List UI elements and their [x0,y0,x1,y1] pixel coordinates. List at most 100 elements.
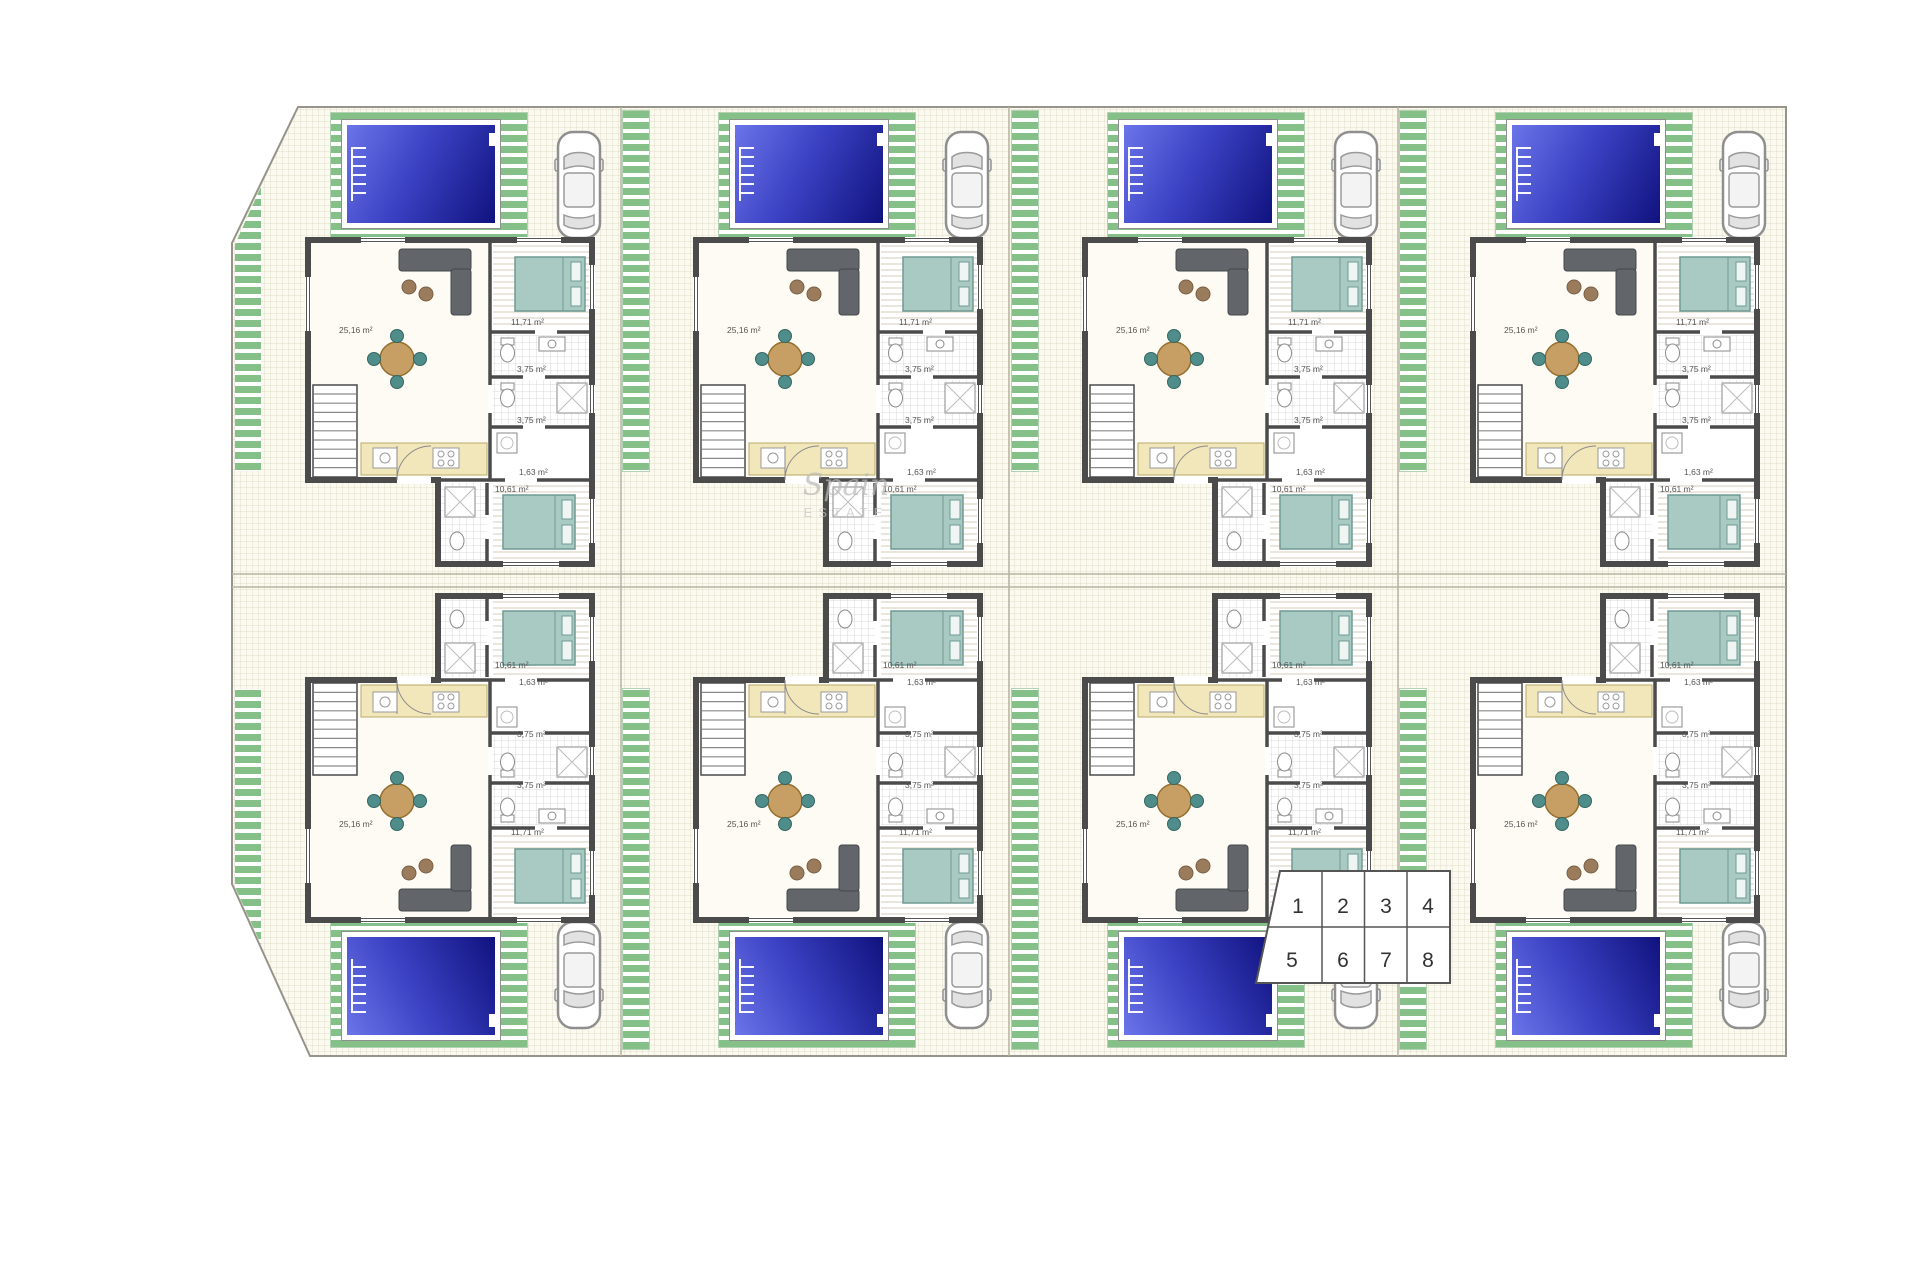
pool-water [347,937,496,1035]
bed-icon [902,848,974,904]
stairs-icon [312,682,358,776]
room-label-hall: 1,63 m² [519,467,548,477]
room-label-bath2: 3,75 m² [1294,729,1323,739]
room-label-bath1: 3,75 m² [1682,780,1711,790]
pool-steps-icon [1128,146,1143,202]
washer-icon [496,432,518,454]
toilet-icon [1277,337,1292,363]
sofa-icon [398,248,472,316]
pool-water [1124,125,1273,223]
sofa-icon [1175,248,1249,316]
car-icon [554,920,604,1030]
plot-8: 25,16 m² 11,71 m² 3,75 m² 3,75 m² 1,63 m… [1398,587,1784,1053]
shower-icon [1609,486,1641,518]
interior-walls [1215,240,1369,564]
sofa-icon [786,248,860,316]
pouf-icon [1566,279,1582,295]
door-icon [396,445,432,484]
legend-cell-6: 6 [1337,949,1349,972]
room-label-bath2: 3,75 m² [905,415,934,425]
house-floorplan: 25,16 m² 11,71 m² 3,75 m² 3,75 m² 1,63 m… [1470,593,1760,923]
swimming-pool [1118,119,1278,229]
pool-skimmer [877,1014,884,1027]
room-label-bedroom1: 11,71 m² [511,317,544,327]
garden-strip [1399,110,1427,472]
legend-cell-5: 5 [1286,949,1298,972]
toilet-icon [888,752,903,778]
room-label-bedroom1: 11,71 m² [899,317,932,327]
toilet-icon [888,337,903,363]
stairs-icon [1477,682,1523,776]
toilet-icon [888,797,903,823]
washer-icon [884,706,906,728]
room-label-hall: 1,63 m² [519,677,548,687]
dining-table-icon [1532,771,1592,831]
bed-icon [1279,494,1353,550]
house-floorplan: 25,16 m² 11,71 m² 3,75 m² 3,75 m² 1,63 m… [1082,237,1372,567]
stairs-icon [1477,384,1523,478]
house-floorplan: 25,16 m² 11,71 m² 3,75 m² 3,75 m² 1,63 m… [1082,593,1372,923]
swimming-pool [341,119,501,229]
room-label-hall: 1,63 m² [1684,467,1713,477]
bed-icon [1667,494,1741,550]
swimming-pool [1506,931,1666,1041]
room-label-bath1: 3,75 m² [517,364,546,374]
interior-walls [438,596,592,920]
legend-cell-7: 7 [1380,949,1392,972]
room-label-bedroom2: 10,61 m² [883,660,917,670]
house-floorplan: 25,16 m² 11,71 m² 3,75 m² 3,75 m² 1,63 m… [305,593,595,923]
house-floorplan: 25,16 m² 11,71 m² 3,75 m² 3,75 m² 1,63 m… [305,237,595,567]
bed-icon [1291,256,1363,312]
toilet-icon [449,531,465,551]
stairs-icon [1089,682,1135,776]
kitchen-counter [360,684,488,718]
toilet-icon [500,382,515,408]
swimming-pool [1506,119,1666,229]
room-label-bath2: 3,75 m² [517,729,546,739]
car-icon [942,920,992,1030]
window-icon [1470,237,1760,567]
pouf-icon [1195,286,1211,302]
room-label-bath1: 3,75 m² [517,780,546,790]
dining-table-icon [367,329,427,389]
sofa-icon [786,844,860,912]
garden-strip [622,688,650,1050]
sink-icon [926,336,954,352]
garden-strip [622,110,650,472]
room-label-living: 25,16 m² [1504,325,1538,335]
room-label-hall: 1,63 m² [907,467,936,477]
door-icon [1173,676,1209,715]
kitchen-counter [748,442,876,476]
room-label-bath1: 3,75 m² [1294,780,1323,790]
bed-icon [1679,848,1751,904]
room-label-hall: 1,63 m² [907,677,936,687]
swimming-pool [729,119,889,229]
room-label-bedroom2: 10,61 m² [495,484,529,494]
shower-icon [444,486,476,518]
kitchen-counter [360,442,488,476]
shower-icon [444,642,476,674]
room-label-bath1: 3,75 m² [1682,364,1711,374]
sink-icon [1703,808,1731,824]
toilet-icon [500,752,515,778]
door-icon [396,676,432,715]
room-label-bath2: 3,75 m² [1682,729,1711,739]
room-label-bath1: 3,75 m² [905,364,934,374]
bed-icon [502,610,576,666]
shower-icon [1221,486,1253,518]
toilet-icon [1614,609,1630,629]
room-label-bedroom1: 11,71 m² [1676,827,1709,837]
toilet-icon [1665,752,1680,778]
room-label-bath2: 3,75 m² [1294,415,1323,425]
interior-walls [1603,596,1757,920]
shower-icon [832,642,864,674]
pool-skimmer [877,133,884,146]
sink-icon [1315,808,1343,824]
plot-1: 25,16 m² 11,71 m² 3,75 m² 3,75 m² 1,63 m… [233,107,619,573]
legend-cell-3: 3 [1380,895,1392,918]
car-icon [1719,920,1769,1030]
swimming-pool [729,931,889,1041]
room-label-living: 25,16 m² [339,819,373,829]
room-label-hall: 1,63 m² [1296,677,1325,687]
